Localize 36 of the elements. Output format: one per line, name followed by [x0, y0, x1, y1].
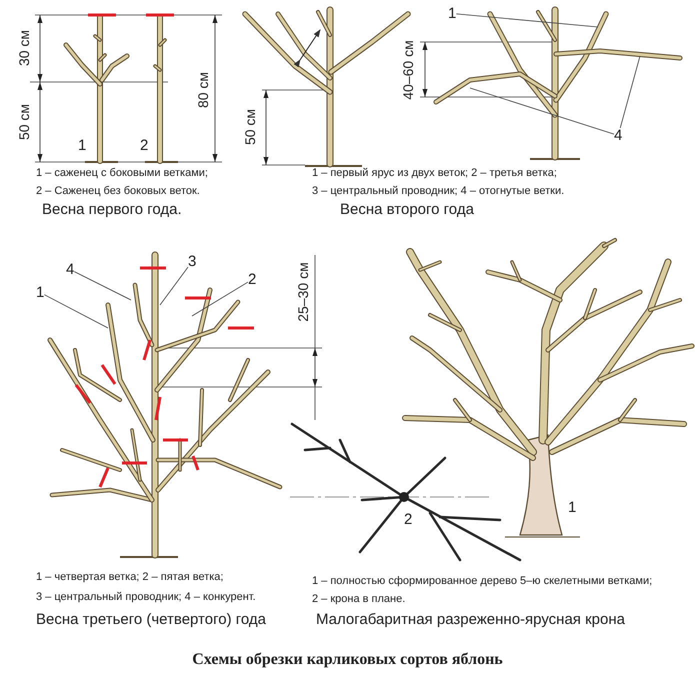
dimension-label: 30 см — [17, 30, 31, 66]
callout-number: 4 — [66, 262, 74, 277]
leader-line — [470, 88, 614, 135]
leader-line — [74, 271, 132, 300]
figure-caption: Схемы обрезки карликовых сортов яблонь — [191, 650, 504, 670]
legend-text: 1 – полностью сформированное дерево 5–ю скелетными ветками; — [312, 576, 652, 587]
dimension-label: 40–60 см — [401, 40, 415, 100]
dimension-label: 80 см — [196, 72, 210, 108]
dimension-label: 50 см — [243, 108, 257, 146]
panel-caption: Весна второго года — [340, 202, 474, 217]
legend-text: 1 – четвертая ветка; 2 – пятая ветка; — [36, 572, 224, 583]
callout-number: 1 — [36, 285, 44, 300]
callout-number: 2 — [248, 272, 256, 287]
legend-text: 1 – первый ярус из двух веток; 2 – третья ветка; — [312, 168, 557, 179]
callout-number: 1 — [78, 138, 86, 153]
callout-number: 2 — [404, 512, 412, 527]
legend-text: 2 – крона в плане. — [312, 594, 406, 605]
leader-line — [192, 282, 248, 316]
panel-caption: Весна третьего (четвертого) года — [36, 612, 266, 627]
legend-text: 3 – центральный проводник; 4 – отогнутые ветки. — [312, 186, 564, 197]
panel-caption: Малогабаритная разреженно-ярусная крона — [316, 612, 625, 627]
dimension-label: 25–30 см — [296, 262, 310, 322]
callout-number: 1 — [568, 500, 576, 515]
callout-number: 4 — [614, 128, 622, 143]
dimension-label: 50 см — [17, 104, 31, 140]
panel-caption: Весна первого года. — [42, 202, 182, 217]
legend-text: 3 – центральный проводник; 4 – конкурент. — [36, 592, 256, 603]
callout-number: 1 — [448, 6, 456, 21]
callout-number: 3 — [188, 254, 196, 269]
legend-text: 2 – Саженец без боковых веток. — [36, 186, 200, 197]
leader-line — [44, 294, 108, 328]
leader-line — [160, 266, 188, 306]
legend-text: 1 – саженец с боковыми ветками; — [36, 168, 208, 179]
leader-line — [620, 56, 640, 128]
leader-line — [456, 13, 598, 28]
callout-number: 2 — [140, 138, 148, 153]
